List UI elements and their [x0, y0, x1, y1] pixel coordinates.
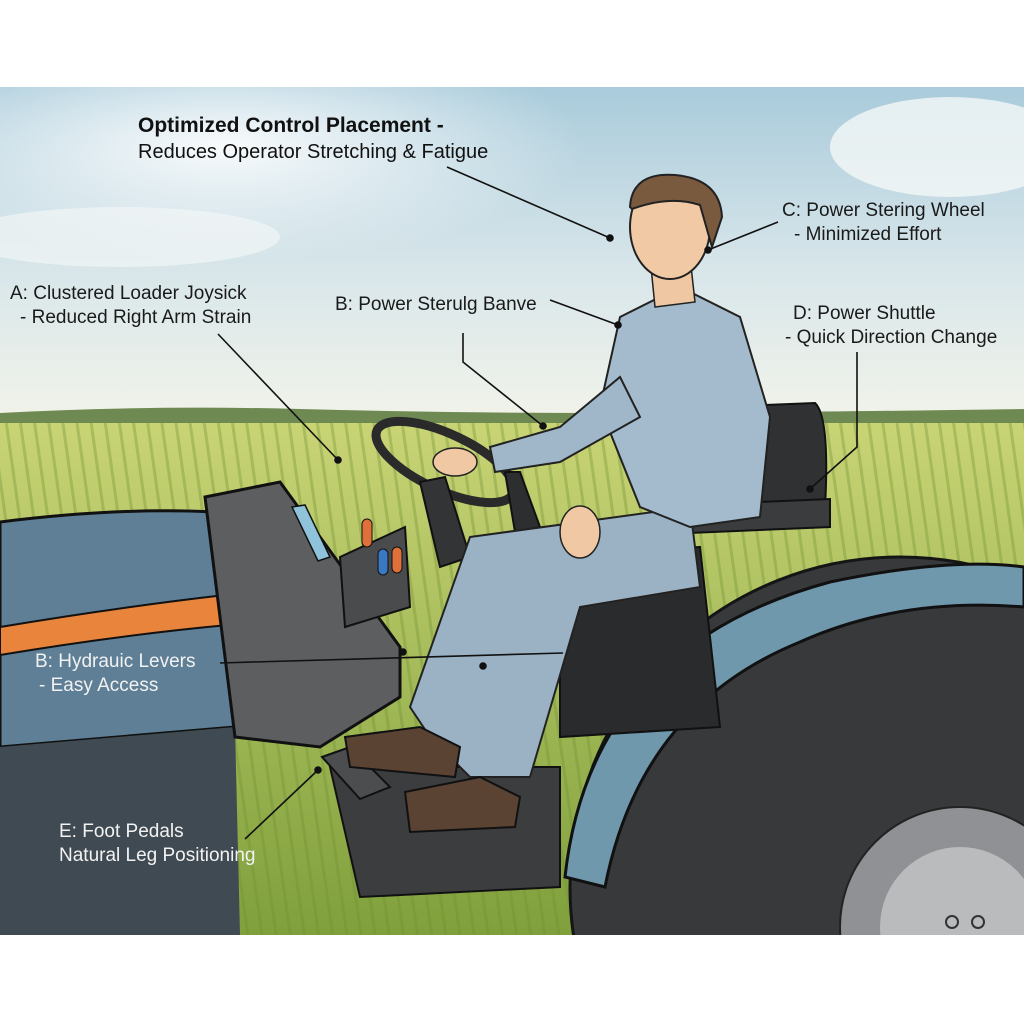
operator-torso: [598, 285, 772, 529]
headline-subtitle: Reduces Operator Stretching & Fatigue: [138, 141, 489, 163]
operator-legs: [408, 505, 702, 778]
callout-b-steering-title: B: Power Sterulg Banve: [335, 294, 537, 315]
illustration-frame: [0, 87, 1024, 935]
callout-e: E: Foot Pedals Natural Leg Positioning: [59, 820, 255, 868]
headline-title: Optimized Control Placement -: [138, 114, 444, 137]
operator-arm: [488, 375, 642, 474]
callout-d-detail: - Quick Direction Change: [785, 327, 998, 348]
callout-c-detail: - Minimized Effort: [794, 224, 942, 245]
callout-b-hydraulic: B: Hydrauic Levers - Easy Access: [35, 650, 196, 698]
callout-b-steering: B: Power Sterulg Banve: [335, 293, 537, 317]
cloud: [830, 97, 1024, 197]
callout-b-hydraulic-title: B: Hydrauic Levers: [35, 651, 196, 672]
callout-e-title: E: Foot Pedals: [59, 821, 184, 842]
callout-a-title: A: Clustered Loader Joysick: [10, 283, 247, 304]
callout-d: D: Power Shuttle - Quick Direction Chang…: [785, 302, 997, 350]
callout-e-detail: Natural Leg Positioning: [59, 845, 256, 866]
foot-pedal: [320, 745, 392, 801]
callout-d-title: D: Power Shuttle: [793, 303, 936, 324]
leader-lines: [217, 166, 858, 840]
lever-orange-2: [391, 546, 403, 574]
dash-display: [290, 504, 332, 562]
callout-a-detail: - Reduced Right Arm Strain: [20, 307, 252, 328]
callout-c-title: C: Power Stering Wheel: [782, 200, 985, 221]
callout-a: A: Clustered Loader Joysick - Reduced Ri…: [10, 282, 251, 330]
tractor-operator-illustration: [0, 87, 1024, 935]
operator-hand: [559, 505, 601, 559]
callout-c: C: Power Stering Wheel - Minimized Effor…: [782, 199, 985, 247]
lever-orange: [361, 518, 373, 548]
operator-hair: [628, 173, 724, 251]
boot: [343, 725, 462, 779]
callout-b-hydraulic-detail: - Easy Access: [39, 675, 159, 696]
boot: [403, 775, 522, 834]
headline: Optimized Control Placement - Reduces Op…: [138, 113, 488, 165]
lever-blue: [377, 548, 389, 576]
operator-hand: [432, 447, 478, 477]
dash-console: [203, 480, 402, 749]
